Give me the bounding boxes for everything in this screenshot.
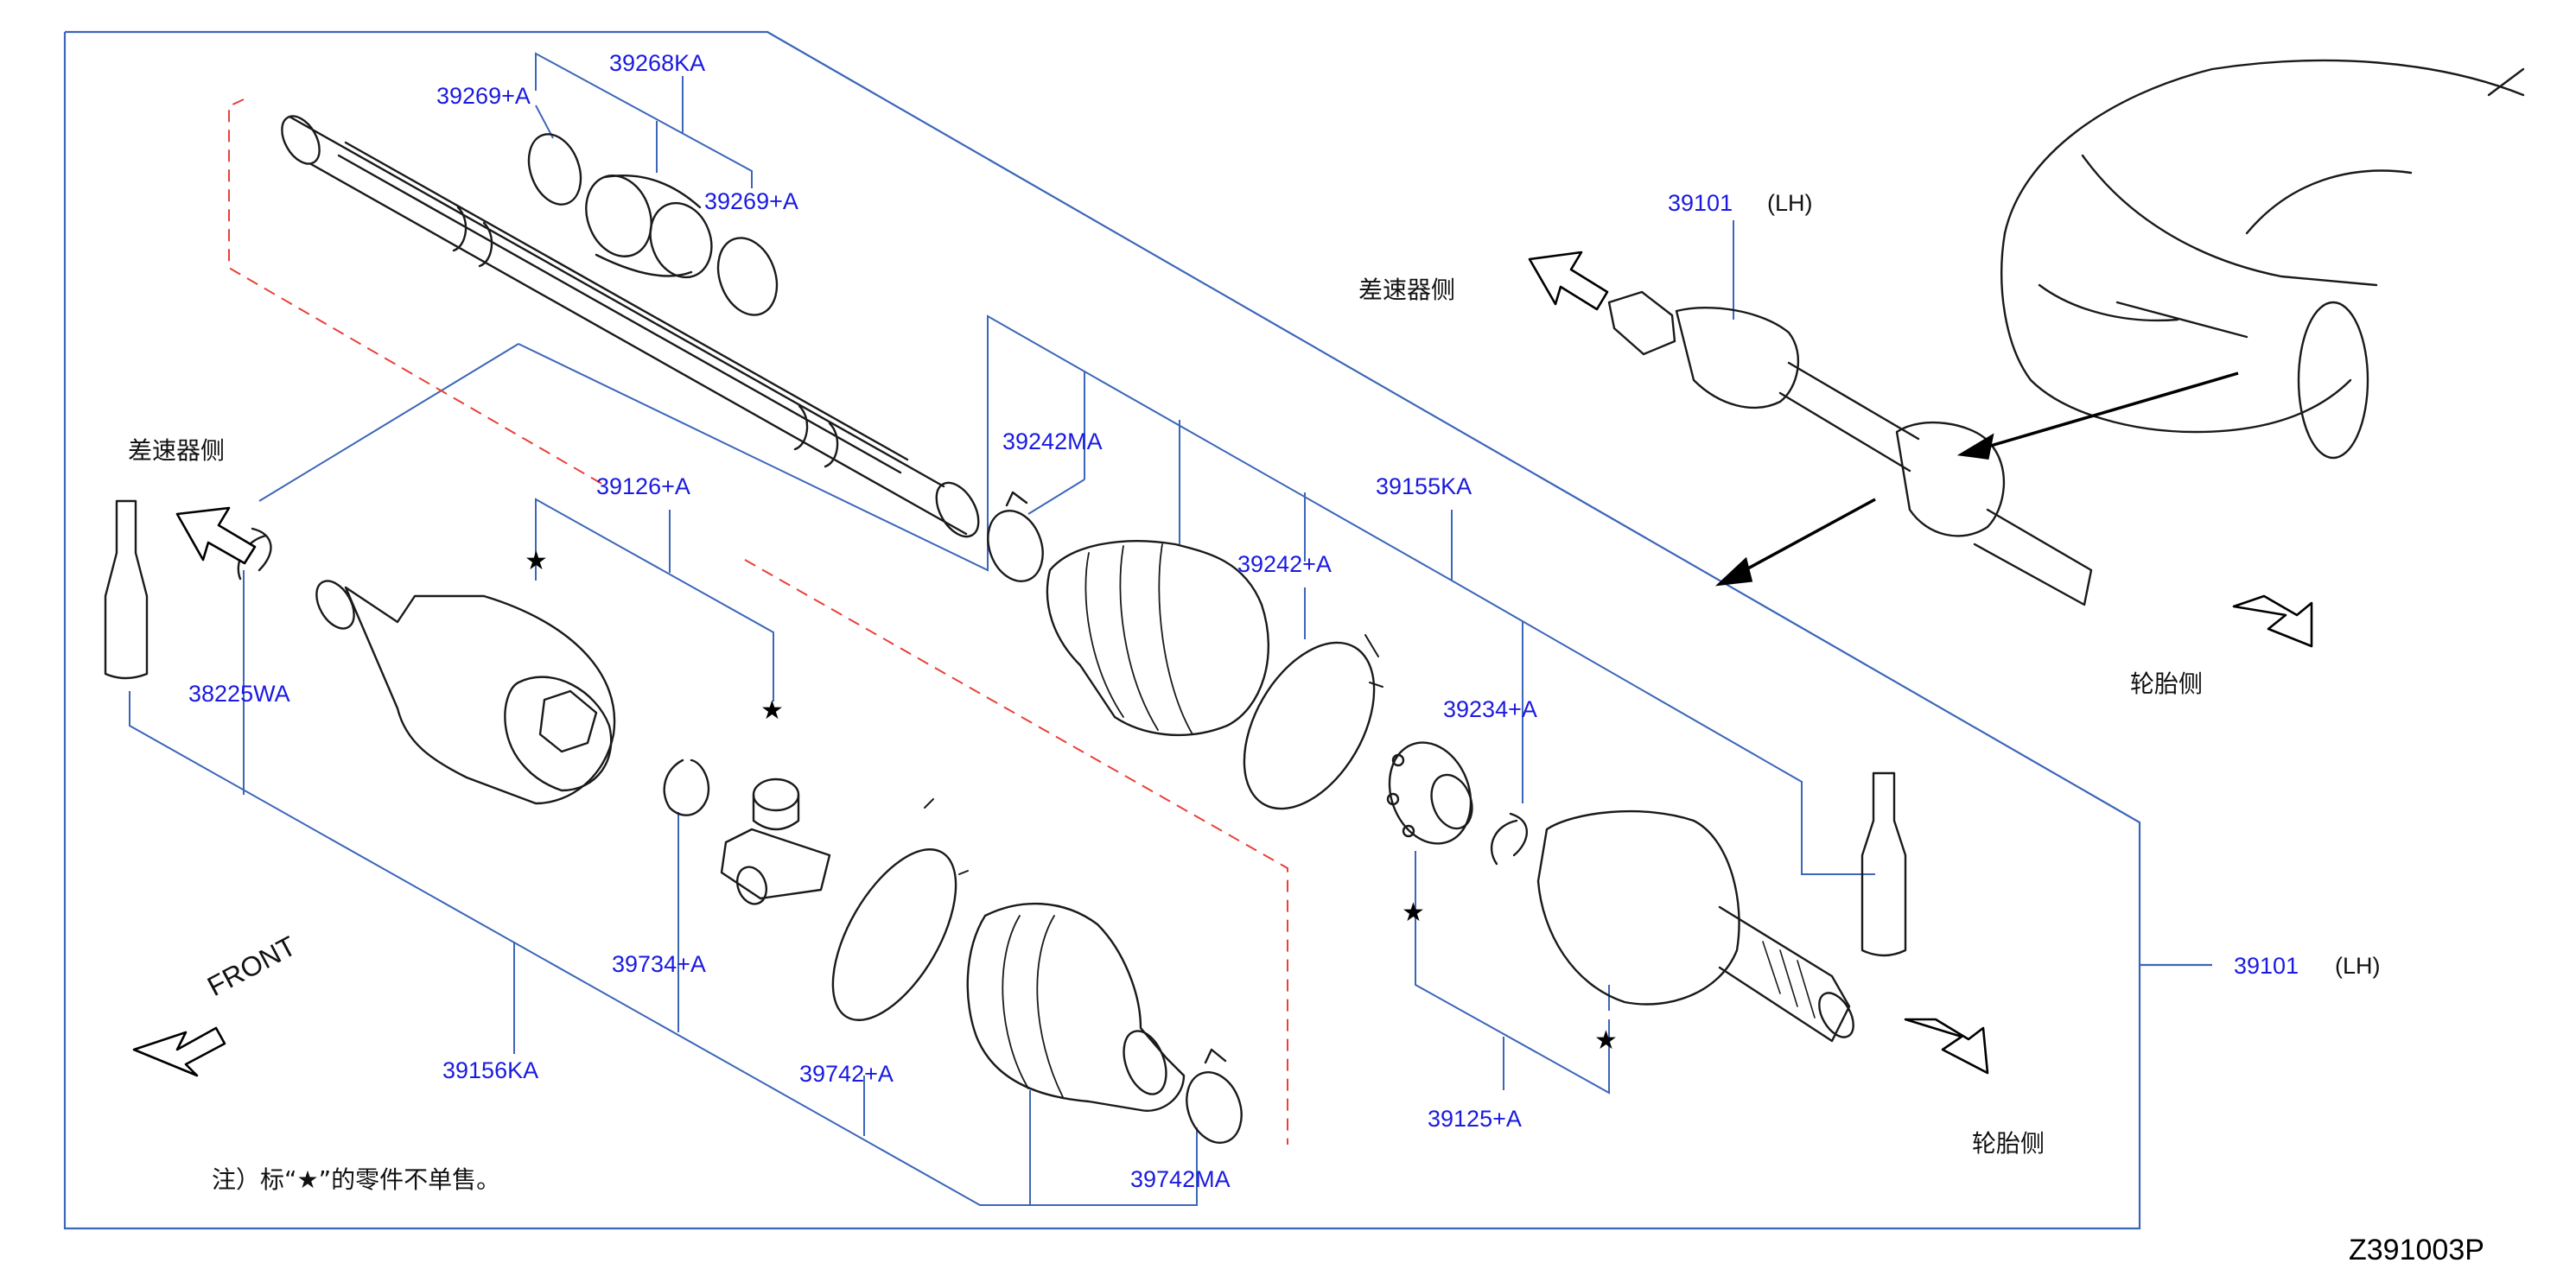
leader-lines [129, 52, 1875, 1206]
diagram-reference-code: Z391003P [2349, 1234, 2484, 1266]
part-number-39155KA: 39155KA [1376, 473, 1472, 499]
main-outline [63, 30, 2212, 1230]
pointer-arrows [1714, 371, 2239, 587]
boot-small-top [527, 133, 779, 316]
part-number-39156KA: 39156KA [442, 1057, 539, 1083]
circlip-39734 [663, 758, 710, 816]
footnote-star-icon: ★ [296, 1165, 319, 1194]
part-number-39269A-mid: 39269+A [704, 188, 798, 214]
side-lh-right: (LH) [2335, 953, 2381, 979]
part-number-39242A: 39242+A [1237, 551, 1332, 577]
band-39742 [831, 848, 957, 1021]
part-number-39101-top: 39101 [1668, 190, 1733, 216]
star-marker-icon: ★ [1594, 1025, 1618, 1056]
wheel-side-label-top: 轮胎侧 [2130, 670, 2204, 698]
footnote-prefix: 注）标“ [212, 1165, 297, 1194]
snap-ring-39234 [1490, 812, 1528, 866]
part-number-39234A: 39234+A [1443, 696, 1537, 722]
part-number-39126A: 39126+A [596, 473, 690, 499]
part-drawings [104, 59, 2525, 1144]
band-39242 [1243, 641, 1376, 810]
shaft-intermediate [281, 115, 980, 538]
star-marker-icon: ★ [1402, 898, 1425, 928]
star-marker-icon: ★ [760, 695, 784, 726]
star-marker-icon: ★ [525, 546, 548, 576]
footnote-suffix: ”的零件不单售。 [318, 1165, 501, 1194]
part-number-39269A-top: 39269+A [436, 83, 531, 109]
tripod-spider [720, 777, 831, 905]
footnote: 注）标“★”的零件不单售。 [212, 1168, 500, 1192]
ball-cage [1386, 741, 1473, 845]
part-number-39742MA: 39742MA [1130, 1166, 1231, 1192]
wheel-side-label-bottom: 轮胎侧 [1972, 1129, 2045, 1158]
diff-side-label-left: 差速器侧 [128, 436, 226, 465]
outer-joint [1536, 809, 1854, 1043]
part-number-39125A: 39125+A [1428, 1106, 1522, 1132]
grease-tube-left [104, 499, 149, 680]
arrow-outline-icon [132, 251, 2313, 1077]
clamp-39742MA [1186, 1048, 1243, 1144]
part-number-39734A: 39734+A [612, 951, 706, 977]
part-number-39101-right: 39101 [2234, 953, 2299, 979]
inner-joint-housing [315, 580, 616, 805]
part-number-38225WA: 38225WA [188, 681, 290, 707]
boot-outer [1046, 540, 1270, 737]
vehicle-silhouette [2000, 59, 2525, 460]
part-number-39242MA: 39242MA [1002, 428, 1103, 454]
boot-inner-lower [966, 902, 1186, 1112]
grease-tube-right [1860, 771, 1907, 957]
clamp-39242MA [987, 491, 1044, 582]
diff-side-label-top: 差速器侧 [1358, 276, 1456, 304]
part-number-39268KA: 39268KA [609, 50, 706, 76]
part-number-39742A: 39742+A [799, 1061, 894, 1087]
drive-shaft-assembly [1607, 290, 2093, 606]
dashed-group-lines [228, 98, 1288, 1145]
side-lh-top: (LH) [1767, 190, 1813, 216]
